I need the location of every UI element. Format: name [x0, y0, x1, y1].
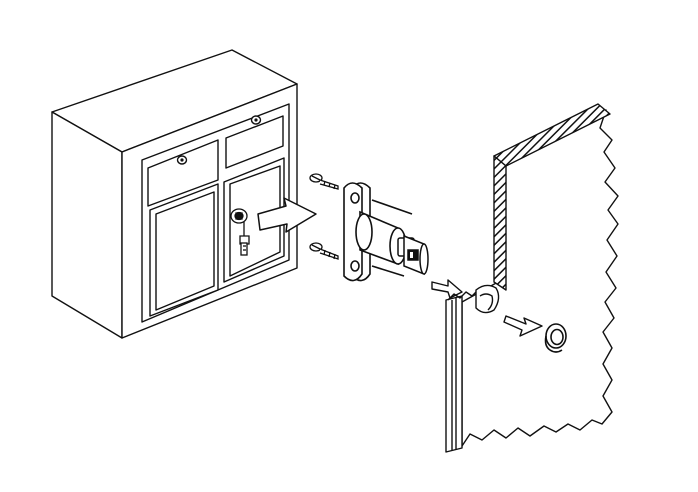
lock-insertion-arrow [431, 279, 463, 299]
door-right [223, 157, 285, 283]
cabinet-lock-with-key [230, 208, 250, 256]
door-panel-face [461, 109, 619, 447]
door-lock-hole [475, 284, 500, 314]
drawer-right [225, 115, 284, 169]
cabinet-left-side [51, 111, 123, 339]
mounting-screw-top [309, 173, 339, 190]
lock-extracted-arrow [257, 197, 317, 233]
escutcheon-ring [544, 323, 567, 353]
cabinet [51, 49, 298, 339]
mounting-screw-bottom [309, 242, 339, 260]
door-front-edge [445, 295, 463, 453]
drawer-left [147, 139, 219, 207]
door-left [149, 183, 219, 317]
ring-insertion-arrow [503, 315, 543, 337]
cabinet-front-frame [141, 103, 290, 323]
lock-cylinder-body [355, 199, 413, 277]
lock-key [397, 234, 429, 276]
cabinet-door-panel-cutaway [445, 103, 619, 453]
door-side-edge-section [493, 155, 507, 291]
